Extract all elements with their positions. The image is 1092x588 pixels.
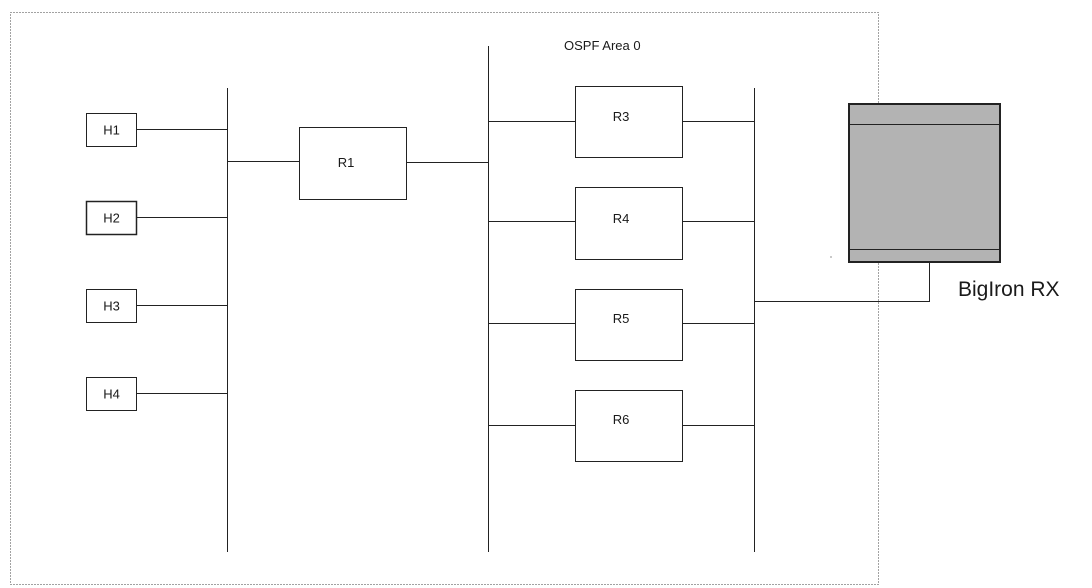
router-r4: R4	[575, 187, 683, 260]
bigiron-label: BigIron RX	[958, 278, 1060, 301]
router-label: R3	[613, 109, 630, 124]
router-label: R6	[613, 412, 630, 427]
router-r5: R5	[575, 289, 683, 361]
host-label: H2	[103, 211, 120, 226]
bigiron-rx-chassis	[848, 103, 1001, 263]
host-label: H3	[103, 299, 120, 314]
host-h4: H4	[86, 377, 137, 411]
router-label: R1	[338, 155, 355, 170]
host-h1: H1	[86, 113, 137, 147]
router-r1: R1	[299, 127, 407, 200]
bigiron-link	[754, 262, 930, 302]
router-label: R4	[613, 211, 630, 226]
host-h3: H3	[86, 289, 137, 323]
ospf-area-boundary	[10, 12, 879, 585]
router-r6: R6	[575, 390, 683, 462]
area-label: OSPF Area 0	[564, 38, 641, 53]
router-label: R5	[613, 311, 630, 326]
host-label: H4	[103, 387, 120, 402]
dot-mark	[830, 256, 832, 258]
router-r3: R3	[575, 86, 683, 158]
host-h2: H2	[85, 200, 138, 236]
host-label: H1	[103, 123, 120, 138]
